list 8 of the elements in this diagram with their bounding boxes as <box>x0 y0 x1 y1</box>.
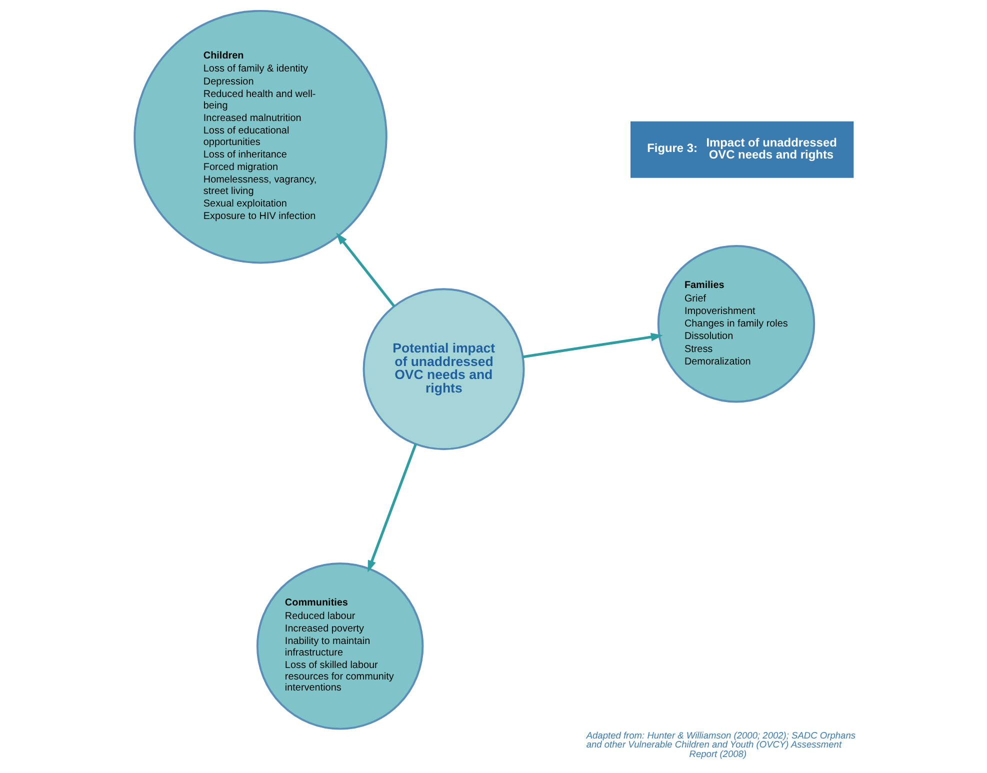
arrow <box>522 332 662 358</box>
arrow <box>336 232 395 308</box>
node-circle: Communities Reduced labour Increased poverty Inability to maintain infrastructure Loss of skilled labour resources for community interventions <box>256 562 424 730</box>
node-circle: Families Grief Impoverishment Changes in family roles Dissolution Stress Demoralization <box>656 244 815 403</box>
arrow <box>367 443 417 572</box>
caption: Adapted from: Hunter & Williamson (2000; 2002); SADC Orphans and other Vulnerable Children and Youth (OVCY) Assessment Report (2008) <box>586 730 856 759</box>
node-circle: Potential impact of unaddressed OVC needs and rights <box>362 288 524 450</box>
node-circle: Children Loss of family & identity Depression Reduced health and well-being Increased malnutrition Loss of educational opportunities Loss of inheritance Forced migration Homelessness, vagrancy, street living Sexual exploitation Exposure to HIV infection <box>133 10 387 264</box>
